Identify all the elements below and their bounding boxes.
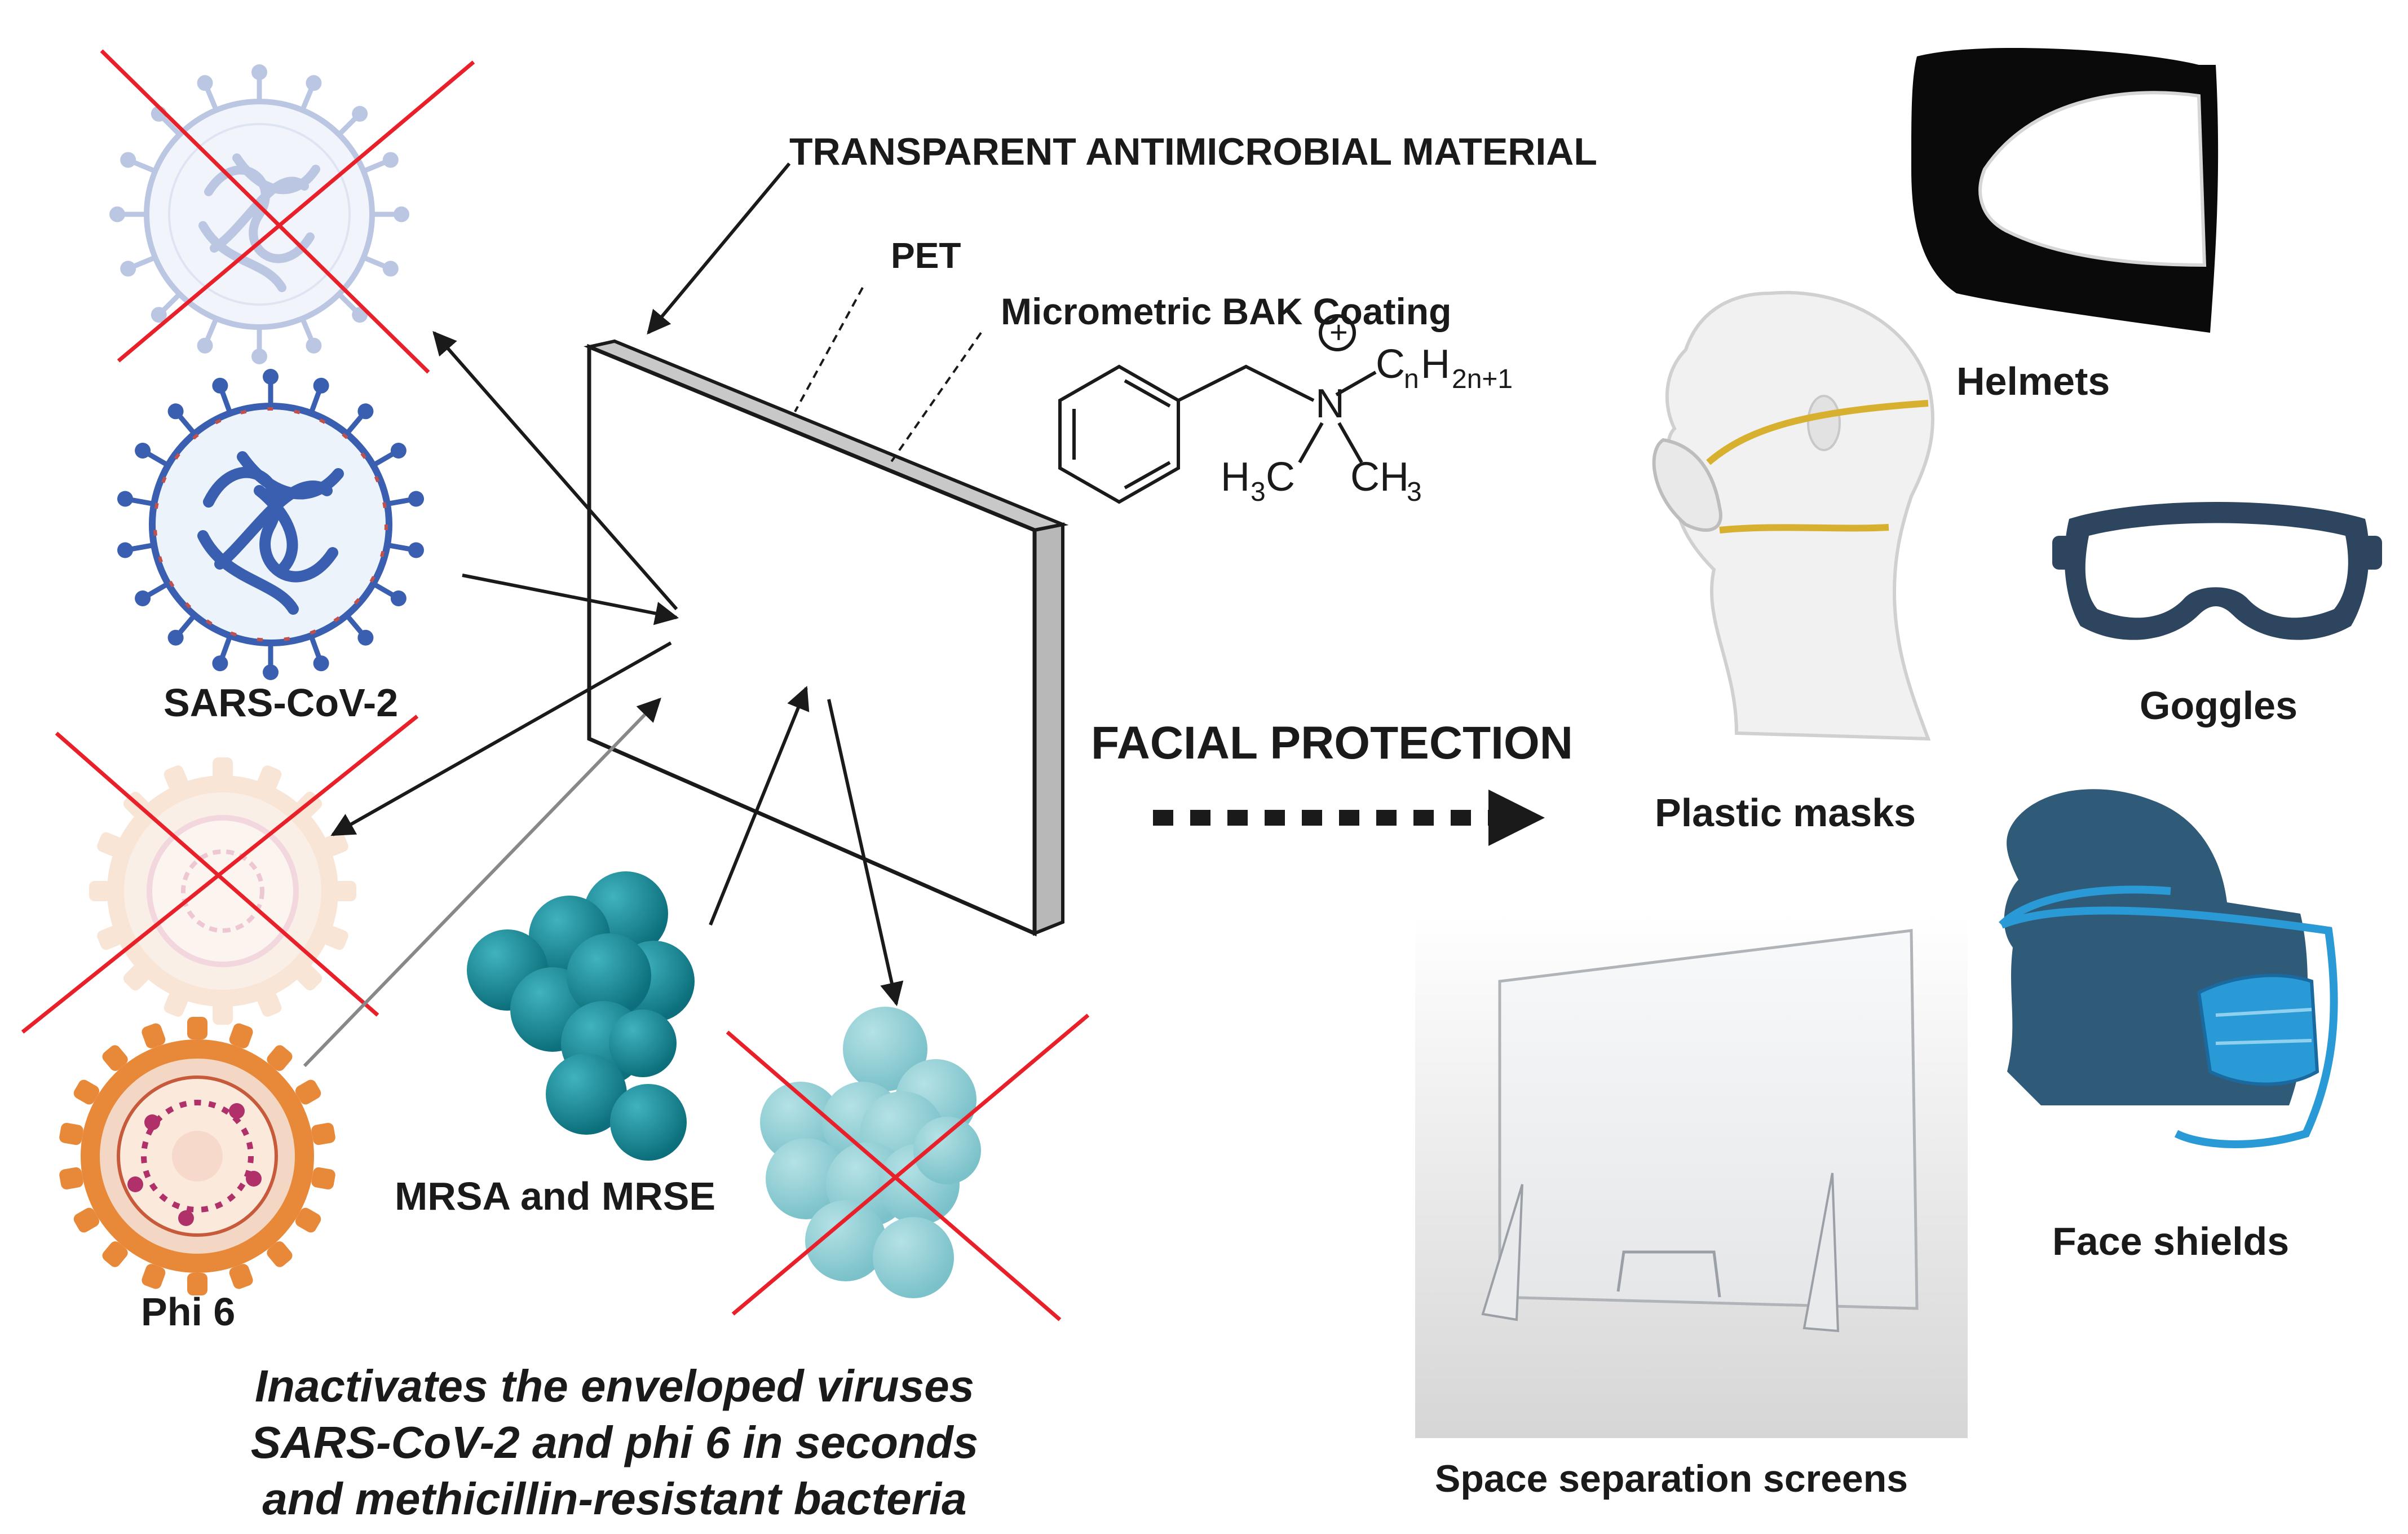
- caption-line-1: Inactivates the enveloped viruses: [255, 1361, 974, 1411]
- sars-cov-2-virus: [116, 369, 425, 680]
- phi-6-virus: [58, 1017, 337, 1295]
- virus-surface-protein: [386, 537, 425, 559]
- face-shields-label: Face shields: [2052, 1219, 2289, 1263]
- bak-h3c-c: C: [1266, 455, 1295, 500]
- plastic-masks-label: Plastic masks: [1655, 791, 1916, 835]
- bak-cn-sub: n: [1404, 364, 1419, 394]
- bak-ch3-c: CH: [1350, 455, 1409, 500]
- virus-surface-protein: [109, 206, 147, 222]
- virus-surface-protein: [165, 400, 201, 439]
- arrow-to-inactivated-phi6: [330, 641, 672, 836]
- virus-surface-protein: [334, 289, 371, 326]
- facial-protection-arrow: [1153, 790, 1545, 846]
- arrow-to-inactivated-sars: [432, 330, 678, 610]
- pet-leader: [794, 287, 864, 412]
- bak-plus: +: [1329, 314, 1348, 350]
- arrow-to-inactivated-mrsa: [827, 699, 904, 1007]
- mrsa-label: MRSA and MRSE: [395, 1174, 715, 1218]
- virus-surface-protein: [372, 206, 409, 222]
- virus-surface-protein: [148, 103, 185, 140]
- mrsa-bacteria-cluster: [467, 871, 695, 1161]
- bak-ch3-3: 3: [1407, 477, 1422, 507]
- material-label: TRANSPARENT ANTIMICROBIAL MATERIAL: [789, 130, 1597, 173]
- virus-surface-protein: [58, 1166, 85, 1191]
- coating-label: Micrometric BAK Coating: [1001, 290, 1451, 332]
- bak-nitrogen: N: [1315, 381, 1345, 426]
- mrsa-bacteria-inactivated: [726, 1007, 1090, 1321]
- bak-labels: + N C n H 2n+1 H 3 C CH 3: [1221, 314, 1513, 507]
- interaction-arrows: [303, 330, 904, 1068]
- virus-surface-protein: [251, 64, 267, 102]
- arrow-phi6-to-panel: [303, 697, 661, 1068]
- virus-surface-protein: [116, 490, 156, 512]
- virus-surface-protein: [116, 537, 156, 559]
- sars-cov-2-inactivated: [100, 49, 475, 374]
- virus-surface-protein: [341, 400, 377, 439]
- virus-surface-protein: [334, 881, 356, 901]
- face-shield-icon: [1999, 789, 2338, 1148]
- virus-surface-protein: [263, 369, 279, 406]
- bak-h3c-3: 3: [1251, 477, 1266, 507]
- helmet-icon: [1911, 47, 2219, 333]
- facial-protection-label: FACIAL PROTECTION: [1091, 717, 1573, 769]
- virus-surface-protein: [386, 490, 425, 512]
- separation-screen-icon: [1415, 914, 1968, 1438]
- plastic-mask-head: [1652, 290, 1935, 741]
- virus-surface-protein: [341, 610, 377, 649]
- screens-label: Space separation screens: [1435, 1457, 1908, 1500]
- bak-cn: C: [1376, 342, 1405, 387]
- bak-structure: [1058, 314, 1377, 504]
- caption-line-2: SARS-CoV-2 and phi 6 in seconds: [251, 1417, 979, 1467]
- goggles-label: Goggles: [2140, 684, 2297, 728]
- virus-surface-protein: [310, 1166, 337, 1191]
- caption: Inactivates the enveloped viruses SARS-C…: [251, 1361, 979, 1524]
- phi-6-label: Phi 6: [141, 1290, 235, 1334]
- bak-h-sub: 2n+1: [1452, 364, 1513, 394]
- bak-h3c-h: H: [1221, 455, 1250, 500]
- virus-surface-protein: [187, 1017, 207, 1039]
- virus-surface-protein: [251, 327, 267, 364]
- pet-label: PET: [891, 235, 961, 276]
- virus-surface-protein: [213, 757, 233, 780]
- virus-surface-protein: [165, 610, 201, 649]
- virus-surface-protein: [263, 643, 279, 680]
- helmets-label: Helmets: [1956, 359, 2110, 403]
- virus-surface-protein: [58, 1122, 85, 1146]
- virus-surface-protein: [310, 1122, 337, 1146]
- arrow-mrsa-to-panel: [709, 686, 810, 926]
- virus-surface-protein: [334, 103, 371, 140]
- material-arrow: [647, 162, 791, 335]
- antimicrobial-panel: [584, 339, 1069, 937]
- caption-line-3: and methicillin-resistant bacteria: [262, 1474, 966, 1524]
- sars-cov-2-label: SARS-CoV-2: [164, 681, 398, 725]
- virus-surface-protein: [213, 1002, 233, 1025]
- virus-surface-protein: [89, 881, 112, 901]
- phi-6-inactivated: [21, 715, 419, 1034]
- bak-h: H: [1421, 342, 1450, 387]
- goggles-icon: [2052, 502, 2382, 640]
- coating-leader: [890, 332, 982, 464]
- arrow-sars-to-panel: [462, 574, 679, 625]
